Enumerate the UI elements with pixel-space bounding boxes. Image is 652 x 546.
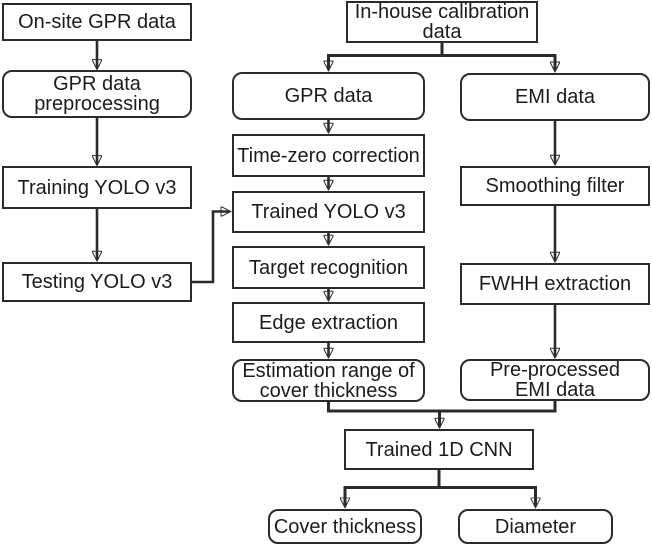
merge-junction-line bbox=[327, 401, 557, 413]
node-label: Time-zero correction bbox=[237, 144, 420, 167]
node-label: Diameter bbox=[494, 515, 577, 538]
node-label: In-house calibration bbox=[354, 1, 530, 23]
node-on-site-gpr-data: On-site GPR data bbox=[2, 3, 192, 41]
node-label: data bbox=[422, 21, 462, 43]
node-target-recognition: Target recognition bbox=[232, 246, 425, 289]
node-cover-thickness: Cover thickness bbox=[268, 509, 422, 544]
node-label: preprocessing bbox=[34, 93, 160, 115]
node-gpr-data: GPR data bbox=[232, 72, 425, 120]
node-time-zero-correction: Time-zero correction bbox=[232, 134, 425, 177]
node-diameter: Diameter bbox=[458, 509, 613, 544]
node-label: GPR data bbox=[284, 85, 373, 107]
node-label: Trained YOLO v3 bbox=[251, 201, 406, 223]
node-label: Edge extraction bbox=[259, 311, 398, 334]
node-label: Estimation range of bbox=[242, 359, 415, 382]
node-in-house-calibration-data: In-house calibration data bbox=[346, 1, 538, 43]
arrow-calibration-to-gpr-data bbox=[329, 54, 442, 70]
node-label: Smoothing filter bbox=[485, 175, 625, 197]
node-label: Cover thickness bbox=[273, 515, 417, 538]
node-trained-yolo-v3: Trained YOLO v3 bbox=[232, 191, 425, 233]
node-label: EMI data bbox=[514, 379, 596, 401]
node-label: Testing YOLO v3 bbox=[21, 271, 173, 293]
node-fwhh-extraction: FWHH extraction bbox=[460, 263, 650, 305]
node-label: GPR data bbox=[53, 73, 141, 95]
node-estimation-range-cover-thickness: Estimation range of cover thickness bbox=[232, 359, 425, 402]
node-label: Target recognition bbox=[249, 256, 408, 279]
node-testing-yolo-v3: Testing YOLO v3 bbox=[2, 262, 192, 302]
arrow-calibration-to-emi-data bbox=[442, 54, 555, 71]
node-emi-data: EMI data bbox=[460, 73, 650, 121]
node-gpr-data-preprocessing: GPR data preprocessing bbox=[2, 70, 192, 118]
node-smoothing-filter: Smoothing filter bbox=[460, 166, 650, 206]
node-label: Pre-processed bbox=[489, 359, 621, 381]
node-label: cover thickness bbox=[259, 379, 398, 402]
arrow-cnn-to-cover-thickness bbox=[345, 486, 441, 507]
node-pre-processed-emi-data: Pre-processed EMI data bbox=[460, 359, 650, 401]
node-trained-1d-cnn: Trained 1D CNN bbox=[344, 429, 534, 470]
node-training-yolo-v3: Training YOLO v3 bbox=[2, 166, 192, 209]
node-edge-extraction: Edge extraction bbox=[232, 302, 425, 343]
node-label: Training YOLO v3 bbox=[17, 176, 177, 199]
node-label: Trained 1D CNN bbox=[365, 438, 513, 461]
node-label: FWHH extraction bbox=[478, 273, 632, 295]
node-label: On-site GPR data bbox=[18, 11, 176, 33]
arrow-cnn-to-diameter bbox=[437, 486, 536, 507]
arrow-testing-to-trained-yolo bbox=[192, 212, 230, 284]
node-label: EMI data bbox=[514, 86, 596, 108]
